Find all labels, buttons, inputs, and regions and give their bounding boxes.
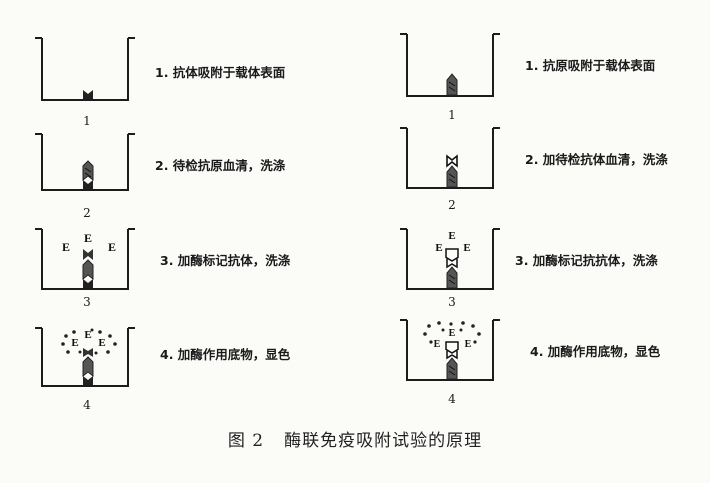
enzyme-letter-right: E [108,240,116,254]
enzyme-letter-top: E [448,230,455,242]
enzyme-labeled-anti-antibody [446,342,458,350]
test-antibody [447,350,457,358]
capture-antibody [83,180,93,189]
right-step-4: E E E 4 4. 加酶作用底物，显色 [395,316,710,411]
left-step-2-number: 2 [77,206,97,220]
capture-antibody [83,90,93,99]
right-step-3: E E E 3 3. 加酶标记抗抗体，洗涤 [395,225,710,320]
enzyme-letter-top: E [449,328,456,339]
enzyme-letter-left: E [434,339,441,350]
microplate-well [42,38,128,100]
right-step-4-label: 4. 加酶作用底物，显色 [530,344,660,360]
right-step-1: 1 1. 抗原吸附于载体表面 [395,30,710,125]
left-step-4-label: 4. 加酶作用底物，显色 [160,347,290,363]
left-step-1-number: 1 [77,114,97,128]
right-step-1-label: 1. 抗原吸附于载体表面 [525,58,655,74]
left-step-1: 1 1. 抗体吸附于载体表面 [30,30,370,125]
capture-antibody [83,279,93,288]
left-step-1-well-diagram [30,30,140,110]
test-antibody [447,156,457,166]
test-antibody [447,258,457,267]
capture-antibody [83,376,93,385]
right-step-1-well-diagram [395,30,505,110]
right-step-2-well-diagram [395,124,505,204]
right-step-4-number: 4 [442,392,462,406]
right-step-1-number: 1 [442,108,462,122]
enzyme-letter-right: E [98,337,105,349]
enzyme-letter-right: E [463,242,470,254]
right-step-4-well-diagram: E E E [395,316,505,396]
right-step-2-label: 2. 加待检抗体血清，洗涤 [525,152,668,168]
left-step-2-well-diagram [30,128,140,208]
left-step-3-label: 3. 加酶标记抗体，洗涤 [160,253,290,269]
right-step-2-number: 2 [442,198,462,212]
right-step-3-label: 3. 加酶标记抗抗体，洗涤 [515,253,658,269]
right-step-3-well-diagram: E E E [395,225,505,305]
antigen [83,357,93,376]
enzyme-labeled-antibody [83,348,93,357]
enzyme-letter-left: E [435,242,442,254]
enzyme-letter-right: E [465,339,472,350]
enzyme-letter-top: E [84,329,91,341]
enzyme-letter-left: E [71,337,78,349]
antigen [83,260,93,279]
enzyme-labeled-antibody [83,249,93,260]
left-step-3-well-diagram: E E E [30,225,140,305]
figure-title: 酶联免疫吸附试验的原理 [284,430,482,452]
left-step-2: 2 2. 待检抗原血清，洗涤 [30,128,370,223]
left-step-4: E E E 4 4. 加酶作用底物，显色 [30,322,370,417]
left-step-4-number: 4 [77,398,97,412]
left-step-1-label: 1. 抗体吸附于载体表面 [155,65,285,81]
enzyme-letter-top: E [84,231,92,245]
left-step-3-number: 3 [77,295,97,309]
sandwich-method-panel: 1 1. 抗体吸附于载体表面 2 2. 待检抗原血清，洗涤 E E E 3 3.… [30,0,370,420]
right-step-2: 2 2. 加待检抗体血清，洗涤 [395,124,710,219]
figure-number: 图 2 [228,430,264,452]
figure-caption: 图 2 酶联免疫吸附试验的原理 [0,430,710,452]
enzyme-letter-left: E [62,240,70,254]
indirect-method-panel: 1 1. 抗原吸附于载体表面 2 2. 加待检抗体血清，洗涤 E E E 3 3… [395,0,710,420]
left-step-4-well-diagram: E E E [30,322,140,402]
left-step-2-label: 2. 待检抗原血清，洗涤 [155,158,285,174]
enzyme-labeled-anti-antibody [446,249,458,258]
right-step-3-number: 3 [442,295,462,309]
left-step-3: E E E 3 3. 加酶标记抗体，洗涤 [30,225,370,320]
